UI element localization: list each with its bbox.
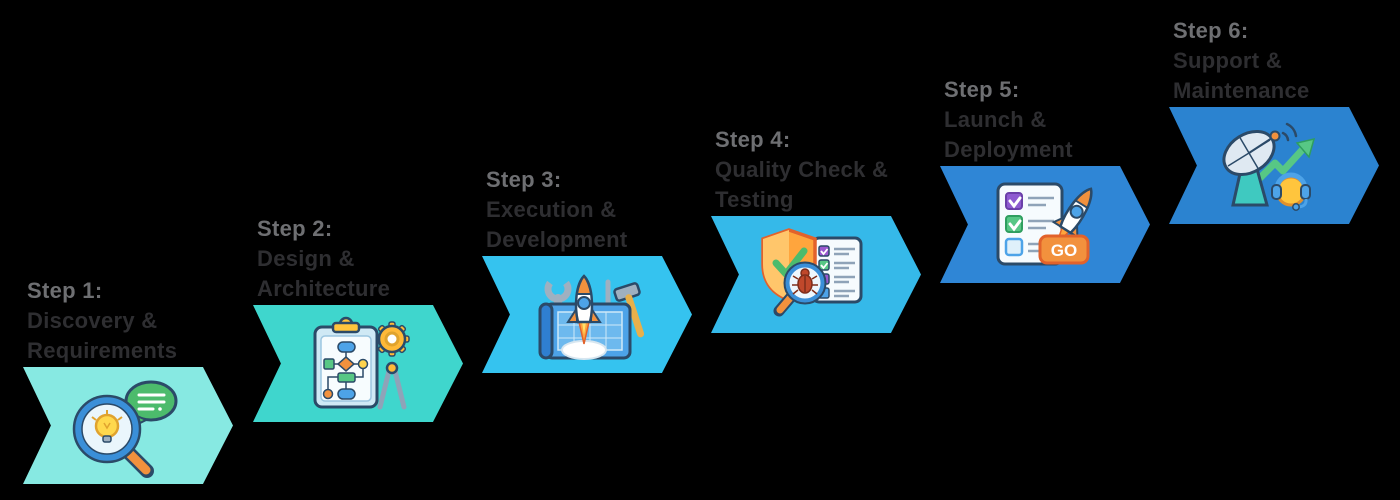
- step-number: Step 3:: [486, 167, 562, 192]
- step-number: Step 4:: [715, 127, 791, 152]
- step-3-arrow: [482, 256, 692, 373]
- rocket-icon: [1051, 187, 1093, 244]
- step-number: Step 1:: [27, 278, 103, 303]
- step-title-line-2: Testing: [715, 187, 794, 212]
- step-number: Step 5:: [944, 77, 1020, 102]
- step-5: Step 5: Launch & Deployment: [940, 77, 1150, 283]
- step-title-line-1: Quality Check &: [715, 157, 889, 182]
- step-number: Step 2:: [257, 216, 333, 241]
- lightbulb-icon: [91, 410, 123, 443]
- rocket-icon: [561, 274, 607, 360]
- go-button: GO: [1038, 234, 1090, 265]
- step-1-arrow: [23, 367, 233, 484]
- step-title-line-1: Discovery &: [27, 308, 158, 333]
- step-2-labels: Step 2: Design & Architecture: [257, 214, 492, 304]
- step-6: Step 6: Support & Maintenance: [1169, 18, 1379, 224]
- step-title-line-2: Requirements: [27, 338, 178, 363]
- step-title-line-1: Support &: [1173, 48, 1283, 73]
- bug-magnifier-icon: [773, 261, 827, 317]
- step-4-arrow: [711, 216, 921, 333]
- step-6-labels: Step 6: Support & Maintenance: [1173, 16, 1400, 106]
- step-6-arrow: [1169, 107, 1379, 224]
- step-5-labels: Step 5: Launch & Deployment: [944, 75, 1179, 165]
- step-5-arrow: GO: [940, 166, 1150, 283]
- magnifier-lightbulb-icon: [72, 394, 154, 478]
- gear-icon: [374, 321, 410, 357]
- magnifier-lightbulb-speech-icon: [72, 380, 178, 478]
- step-3: Step 3: Execution & Development: [482, 167, 692, 373]
- step-title-line-1: Launch &: [944, 107, 1047, 132]
- step-2-arrow: [253, 305, 463, 422]
- hammer-icon: [613, 282, 644, 338]
- step-title-line-1: Execution &: [486, 197, 617, 222]
- step-title-line-1: Design &: [257, 246, 355, 271]
- blueprint-rocket-tools-icon: [538, 274, 644, 360]
- satellite-dish-icon: [1222, 122, 1298, 207]
- bug-icon: [792, 268, 818, 295]
- step-title-line-2: Maintenance: [1173, 78, 1310, 103]
- step-title-line-2: Architecture: [257, 276, 391, 301]
- step-title-line-2: Deployment: [944, 137, 1073, 162]
- step-1-labels: Step 1: Discovery & Requirements: [27, 276, 262, 366]
- step-title-line-2: Development: [486, 227, 628, 252]
- support-headset-icon: [1271, 172, 1311, 211]
- growth-arrow-icon: [1255, 137, 1316, 183]
- checklist-rocket-go-icon: GO: [996, 182, 1093, 266]
- step-1: Step 1: Discovery & Requirements: [23, 278, 233, 484]
- step-4-labels: Step 4: Quality Check & Testing: [715, 125, 950, 215]
- step-2: Step 2: Design & Architecture: [253, 216, 463, 422]
- go-button-label: GO: [1051, 241, 1077, 260]
- step-4: Step 4: Quality Check & Testing: [711, 127, 921, 333]
- step-number: Step 6:: [1173, 18, 1249, 43]
- step-3-labels: Step 3: Execution & Development: [486, 165, 721, 255]
- satellite-growth-headset-icon: [1222, 122, 1316, 211]
- drafting-compass-icon: [377, 361, 407, 410]
- shield-bug-magnifier-checklist-icon: [761, 228, 863, 317]
- clipboard-flowchart-gear-compass-icon: [313, 316, 410, 410]
- clipboard-flowchart-icon: [313, 316, 379, 409]
